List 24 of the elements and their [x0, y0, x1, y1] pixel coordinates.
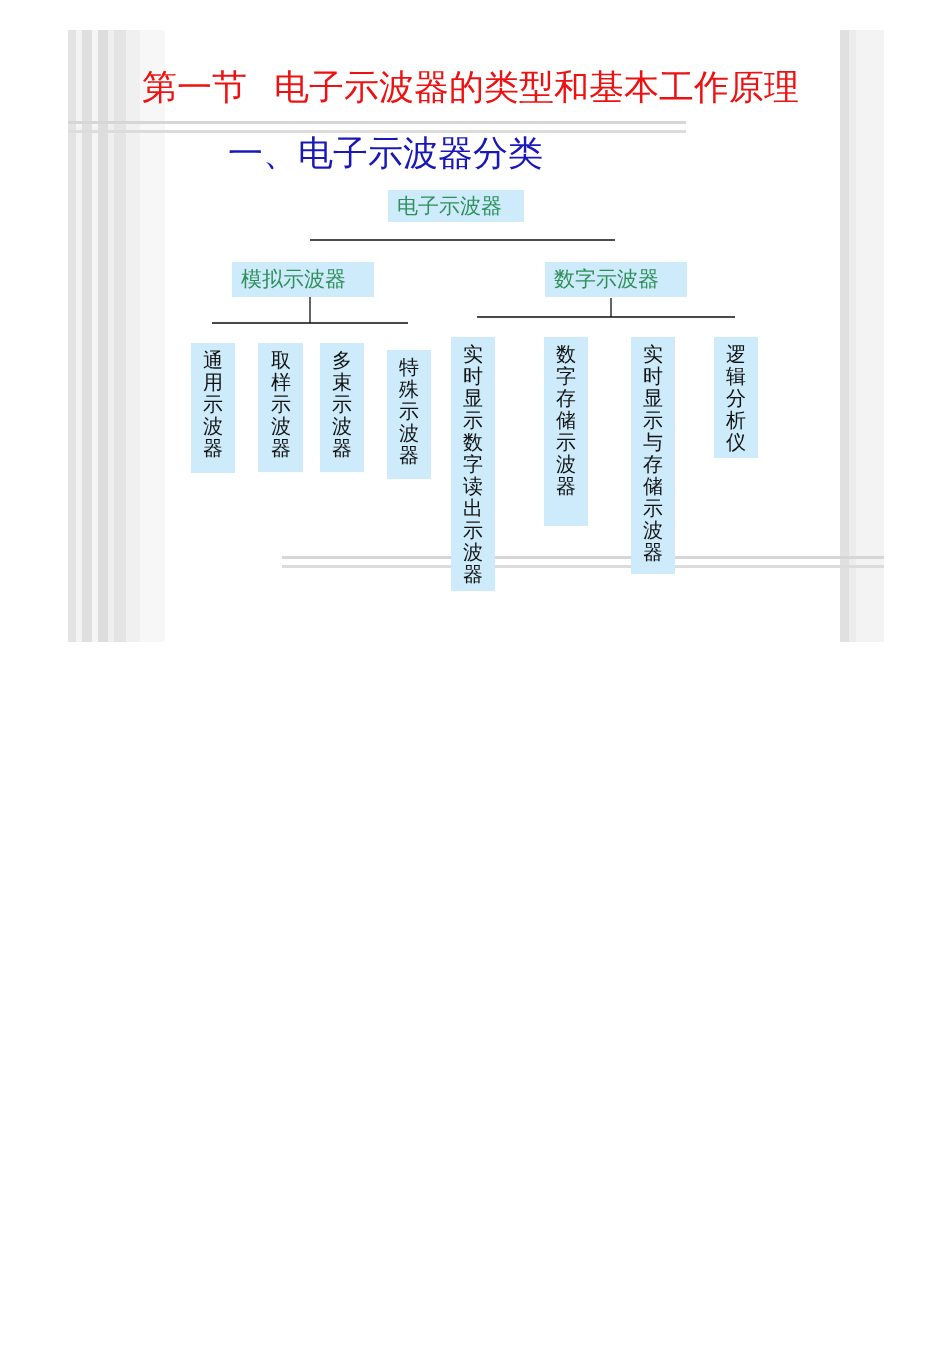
category-box [714, 337, 758, 458]
category-label: 特殊示波器 [399, 356, 419, 466]
section-heading: 一、电子示波器分类 [228, 132, 543, 174]
category-box [545, 262, 687, 297]
category-box [387, 350, 431, 479]
category-box [258, 343, 303, 472]
category-box [320, 343, 364, 472]
category-box [451, 337, 495, 591]
category-box [631, 337, 675, 574]
category-label: 数字示波器 [554, 267, 659, 292]
slide-title: 第一节 电子示波器的类型和基本工作原理 [142, 66, 799, 108]
category-box [232, 262, 374, 297]
category-box [544, 337, 588, 526]
category-label: 模拟示波器 [241, 267, 346, 292]
category-label: 电子示波器 [397, 193, 502, 219]
category-label: 多束示波器 [332, 349, 352, 459]
category-label: 逻辑分析仪 [726, 343, 746, 453]
category-label: 通用示波器 [203, 349, 223, 459]
category-box [388, 190, 524, 222]
category-label: 数字存储示波器 [556, 343, 576, 497]
category-label: 实时显示与存储示波器 [643, 343, 663, 563]
category-box [191, 343, 235, 473]
category-label: 取样示波器 [270, 349, 291, 459]
category-label: 实时显示数字读出示波器 [463, 343, 483, 585]
